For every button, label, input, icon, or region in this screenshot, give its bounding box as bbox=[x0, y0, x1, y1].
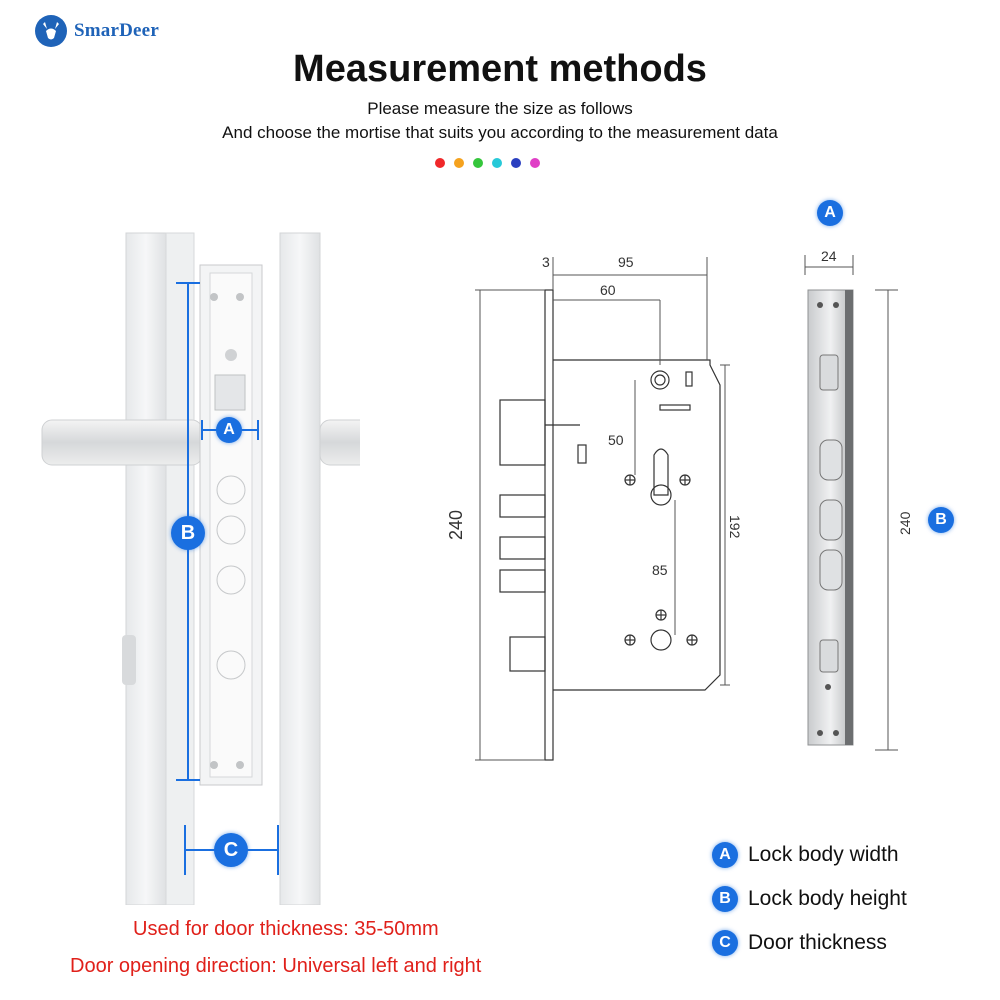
marker-b-right: B bbox=[928, 507, 954, 533]
mortise-technical-drawing: 3 95 60 50 85 192 240 bbox=[446, 254, 743, 761]
legend-badge-b: B bbox=[712, 886, 738, 912]
dim-offset: 3 bbox=[542, 254, 550, 270]
marker-a: A bbox=[216, 417, 242, 443]
faceplate-drawing: 24 240 bbox=[804, 248, 913, 751]
color-dot bbox=[511, 158, 521, 168]
legend-item-c: C Door thickness bbox=[712, 930, 907, 956]
legend: A Lock body width B Lock body height C D… bbox=[712, 842, 907, 956]
legend-label-c: Door thickness bbox=[748, 931, 887, 954]
dim-faceplate-width: 24 bbox=[821, 248, 837, 264]
dim-spacing-top: 50 bbox=[608, 432, 624, 448]
dim-faceplate-height: 240 bbox=[446, 510, 466, 540]
dim-depth: 95 bbox=[618, 254, 634, 270]
subtitle-line-2: And choose the mortise that suits you ac… bbox=[222, 123, 778, 142]
legend-badge-a: A bbox=[712, 842, 738, 868]
legend-label-b: Lock body height bbox=[748, 887, 907, 910]
page-title: Measurement methods bbox=[293, 48, 707, 90]
color-dots bbox=[435, 158, 540, 168]
dim-spacing-bottom: 85 bbox=[652, 562, 668, 578]
door-direction-note: Door opening direction: Universal left a… bbox=[70, 955, 482, 977]
marker-a-right: A bbox=[817, 200, 843, 226]
color-dot bbox=[492, 158, 502, 168]
legend-item-a: A Lock body width bbox=[712, 842, 907, 868]
color-dot bbox=[473, 158, 483, 168]
legend-item-b: B Lock body height bbox=[712, 886, 907, 912]
dim-case-height: 192 bbox=[727, 515, 743, 539]
brand-logo: SmarDeer bbox=[34, 14, 159, 48]
marker-c: C bbox=[214, 833, 248, 867]
dim-side-height: 240 bbox=[897, 511, 913, 535]
legend-badge-c: C bbox=[712, 930, 738, 956]
legend-label-a: Lock body width bbox=[748, 843, 899, 866]
color-dot bbox=[530, 158, 540, 168]
dim-backset: 60 bbox=[600, 282, 616, 298]
door-thickness-note: Used for door thickness: 35-50mm bbox=[133, 918, 439, 940]
marker-b: B bbox=[171, 516, 205, 550]
brand-name: SmarDeer bbox=[74, 20, 159, 41]
door-lock-photo bbox=[41, 232, 360, 905]
deer-icon bbox=[35, 15, 67, 47]
subtitle-line-1: Please measure the size as follows bbox=[367, 99, 633, 118]
color-dot bbox=[435, 158, 445, 168]
color-dot bbox=[454, 158, 464, 168]
